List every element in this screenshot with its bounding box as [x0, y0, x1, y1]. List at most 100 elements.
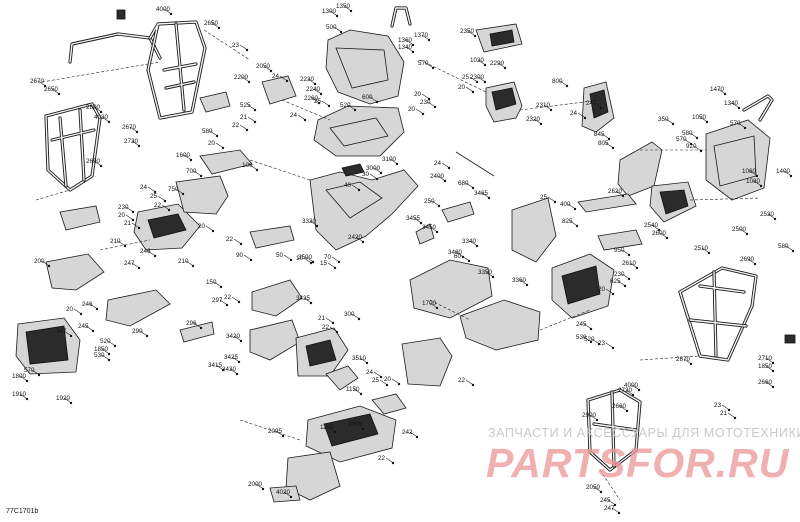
leader-line	[193, 322, 201, 328]
leader-line	[477, 59, 485, 65]
callout-21: 21	[720, 410, 737, 420]
leader-line	[231, 356, 239, 362]
callout-label: 570	[730, 120, 741, 127]
callout-40: 40	[344, 182, 361, 192]
callout-245: 245	[600, 497, 617, 507]
fastener-dot	[627, 277, 631, 281]
callout-label: 700	[186, 168, 197, 175]
leader-line	[727, 412, 735, 418]
leader-line	[559, 80, 567, 86]
fastener-dot	[483, 80, 487, 84]
callout-2096: 2096	[348, 421, 365, 431]
leader-line	[583, 336, 591, 342]
fastener-dot	[467, 259, 471, 263]
callout-label: 22	[322, 324, 330, 331]
leader-line	[607, 499, 615, 505]
leader-line	[737, 122, 745, 128]
leader-line	[41, 260, 49, 266]
callout-label: 1910	[12, 391, 27, 398]
fastener-dot	[671, 122, 675, 126]
leader-line	[593, 102, 601, 108]
fastener-dot	[483, 63, 487, 67]
leader-line	[659, 232, 667, 238]
leader-line	[63, 330, 71, 336]
callout-label: 40	[344, 182, 352, 189]
fastener-dot	[237, 360, 241, 364]
leader-line	[497, 62, 505, 68]
callout-20: 20	[118, 212, 135, 222]
fastener-dot	[365, 361, 369, 365]
callout-1050: 1050	[692, 114, 709, 124]
fastener-dot	[137, 266, 141, 270]
callout-label: 3100	[382, 156, 397, 163]
skid-plate	[459, 299, 541, 351]
callout-label: 2420	[348, 234, 363, 241]
callout-1600: 1600	[176, 152, 193, 162]
fastener-dot	[349, 9, 353, 13]
callout-label: 70	[324, 254, 332, 261]
callout-label: 1150	[346, 386, 360, 393]
callout-label: 21	[318, 315, 326, 322]
callout-label: 2900	[582, 412, 597, 419]
fastener-dot	[391, 461, 395, 465]
callout-20: 20	[208, 140, 225, 150]
leader-line	[421, 93, 429, 99]
callout-label: 50	[276, 252, 284, 259]
callout-label: 2350	[460, 28, 475, 35]
callout-20: 20	[458, 84, 475, 94]
leader-line	[147, 186, 155, 192]
callout-label: 2095	[268, 428, 283, 435]
callout-2710: 2710	[758, 355, 775, 365]
callout-label: 24	[366, 369, 374, 376]
fastener-dot	[491, 275, 495, 279]
leader-line	[747, 258, 755, 264]
leader-line	[283, 491, 291, 497]
leader-line	[617, 280, 625, 286]
callout-210: 210	[110, 238, 127, 248]
callout-246: 246	[140, 248, 157, 258]
callout-label: 21	[720, 410, 728, 417]
leader-line	[209, 130, 217, 136]
fastener-dot	[473, 34, 477, 38]
leader-line	[93, 106, 101, 112]
callout-label: 2610	[622, 260, 637, 267]
leader-line	[117, 240, 125, 246]
leader-line	[739, 228, 747, 234]
leader-line	[413, 217, 421, 223]
callout-label: 230	[118, 204, 129, 211]
callout-2530: 2530	[760, 211, 777, 221]
leader-line	[213, 281, 221, 287]
fastener-dot	[437, 204, 441, 208]
callout-3500: 3500	[298, 254, 315, 264]
callout-label: 23	[232, 42, 240, 49]
fastener-dot	[107, 358, 111, 362]
callout-2310: 2310	[536, 102, 553, 112]
callout-label: 950	[614, 247, 625, 254]
fastener-dot	[57, 92, 61, 96]
leader-line	[683, 138, 691, 144]
callout-label: 580	[682, 130, 693, 137]
callout-label: 3430	[222, 366, 237, 373]
fastener-dot	[471, 383, 475, 387]
watermark-logo: PARTSFOR.RU	[486, 440, 790, 486]
callout-label: 2096	[348, 421, 363, 428]
fastener-dot	[221, 146, 225, 150]
leader-line	[263, 65, 271, 71]
fastener-dot	[309, 301, 313, 305]
fastener-dot	[625, 409, 629, 413]
callout-label: 3465	[474, 190, 489, 197]
leader-line	[19, 375, 27, 381]
callout-3510: 3510	[352, 355, 369, 365]
callout-label: 2660	[612, 403, 627, 410]
callout-2670: 2670	[676, 356, 693, 366]
leader-line	[465, 86, 473, 92]
fastener-dot	[153, 190, 157, 194]
leader-line	[369, 96, 377, 102]
callout-2730: 2730	[618, 387, 635, 397]
callout-24: 24	[140, 184, 157, 194]
fastener-dot	[773, 217, 777, 221]
callout-680: 680	[458, 180, 475, 190]
callout-label: 290	[132, 328, 143, 335]
leader-line	[409, 431, 417, 437]
center-console	[309, 169, 419, 251]
